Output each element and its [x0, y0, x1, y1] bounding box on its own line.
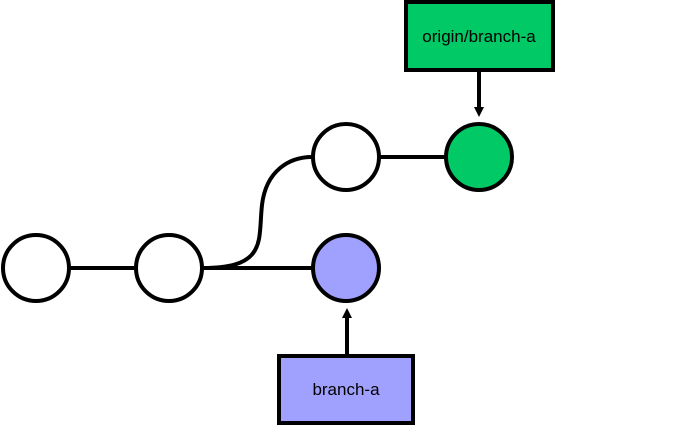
- commit-node: [311, 122, 381, 192]
- commit-node: [1, 233, 71, 303]
- remote-branch-text: origin/branch-a: [422, 27, 536, 46]
- local-branch-box: [277, 354, 415, 425]
- remote-branch-box: [404, 0, 555, 72]
- commit-node: [134, 233, 204, 303]
- edge-c2-c3: [201, 155, 314, 270]
- commit-node: [311, 233, 381, 303]
- remote-branch-label: origin/branch-a: [404, 0, 555, 72]
- local-branch-label: branch-a: [277, 354, 415, 425]
- local-branch-text: branch-a: [312, 380, 380, 399]
- commit-node: [444, 122, 514, 192]
